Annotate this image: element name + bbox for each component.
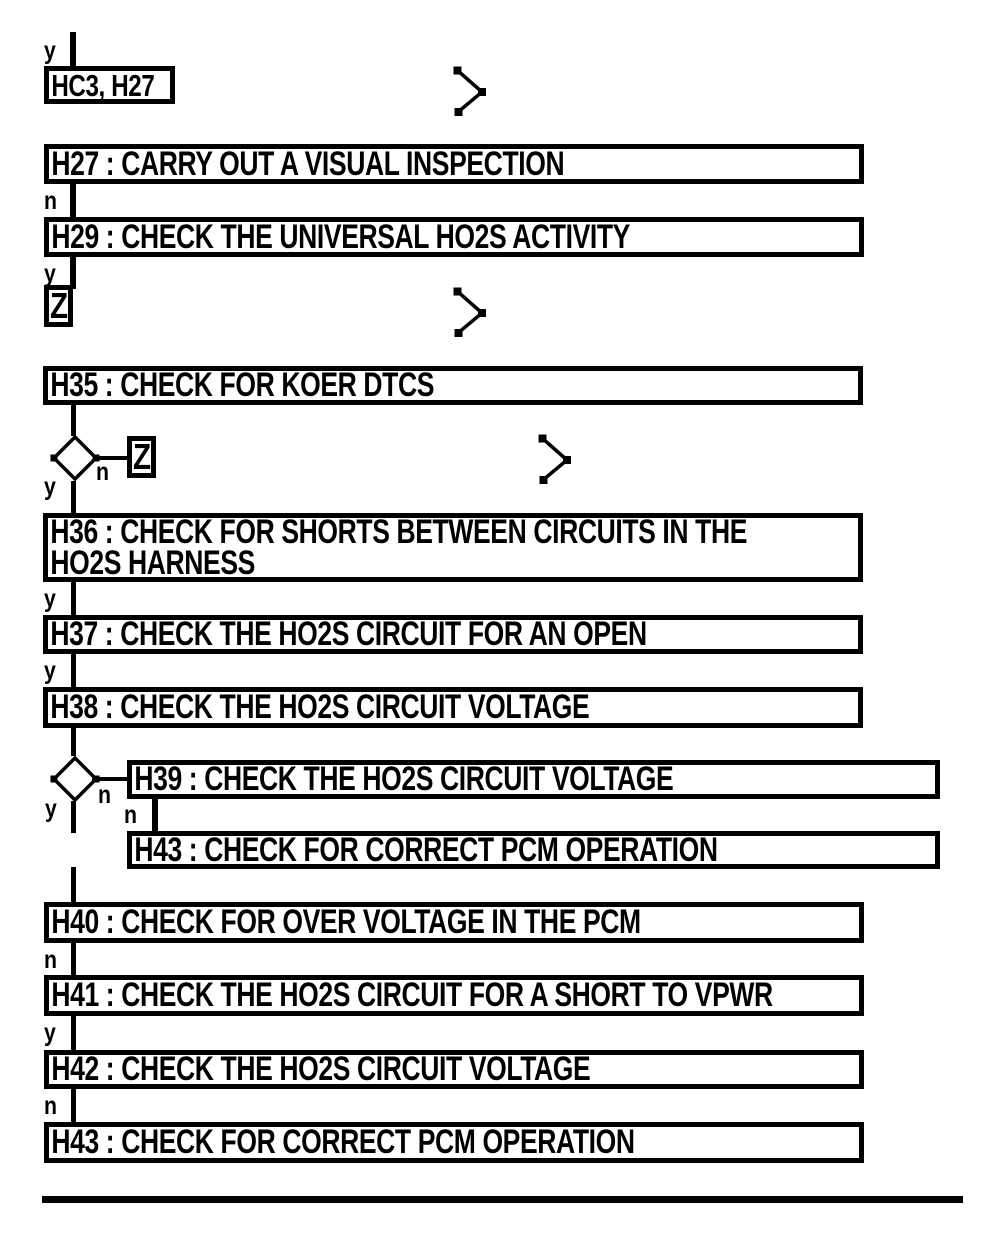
- connector-h39-h43a: [152, 799, 158, 832]
- connector-decision1-h36: [71, 481, 76, 514]
- node-h43-upper-label: H43 : CHECK FOR CORRECT PCM OPERATION: [134, 830, 718, 869]
- node-h43-upper: H43 : CHECK FOR CORRECT PCM OPERATION: [127, 831, 940, 869]
- connector-entry: [70, 32, 76, 68]
- node-h37: H37 : CHECK THE HO2S CIRCUIT FOR AN OPEN: [43, 615, 863, 654]
- offpage-connector-z2-label: Z: [132, 436, 151, 477]
- branch-label-d1-n: n: [96, 458, 109, 486]
- node-h40-label: H40 : CHECK FOR OVER VOLTAGE IN THE PCM: [51, 903, 641, 941]
- branch-label-h41-y: y: [44, 1019, 56, 1047]
- node-start-hc3-h27: HC3, H27: [44, 66, 175, 104]
- node-h42: H42 : CHECK THE HO2S CIRCUIT VOLTAGE: [44, 1050, 864, 1089]
- connector-h38-decision2: [71, 728, 76, 756]
- branch-label-h27-n: n: [44, 187, 57, 215]
- node-h35-label: H35 : CHECK FOR KOER DTCS: [50, 366, 435, 404]
- node-h41: H41 : CHECK THE HO2S CIRCUIT FOR A SHORT…: [44, 975, 864, 1016]
- page-bottom-rule: [42, 1196, 963, 1203]
- node-h35: H35 : CHECK FOR KOER DTCS: [43, 366, 863, 405]
- decision-diamond-icon: [50, 755, 100, 803]
- node-h38: H38 : CHECK THE HO2S CIRCUIT VOLTAGE: [43, 687, 863, 728]
- node-h36-label-line2: HO2S HARNESS: [50, 543, 255, 582]
- branch-label-d2-n: n: [98, 781, 111, 809]
- connector-h37-h38: [71, 654, 76, 688]
- branch-label-d1-y: y: [44, 473, 56, 501]
- connector-decision2-down-seg2: [71, 867, 76, 905]
- node-h41-label: H41 : CHECK THE HO2S CIRCUIT FOR A SHORT…: [51, 976, 773, 1014]
- continuation-chevron-icon: [453, 66, 486, 116]
- offpage-connector-z1: Z: [44, 285, 73, 327]
- connector-h27-h29: [70, 183, 76, 218]
- continuation-chevron-icon: [453, 287, 486, 337]
- node-h29: H29 : CHECK THE UNIVERSAL HO2S ACTIVITY: [44, 217, 864, 257]
- node-h29-label: H29 : CHECK THE UNIVERSAL HO2S ACTIVITY: [51, 217, 630, 256]
- connector-decision2-h39: [92, 777, 128, 781]
- node-h27-label: H27 : CARRY OUT A VISUAL INSPECTION: [51, 144, 565, 183]
- connector-h40-h41: [71, 943, 76, 976]
- offpage-connector-z2: Z: [127, 436, 156, 478]
- node-h39-label: H39 : CHECK THE HO2S CIRCUIT VOLTAGE: [134, 760, 674, 798]
- node-h39: H39 : CHECK THE HO2S CIRCUIT VOLTAGE: [127, 760, 940, 799]
- branch-label-d2-y: y: [45, 795, 57, 823]
- node-start-label: HC3, H27: [51, 67, 155, 103]
- node-h43-bottom: H43 : CHECK FOR CORRECT PCM OPERATION: [44, 1122, 864, 1163]
- connector-h36-h37: [71, 581, 76, 616]
- connector-h35-decision1: [71, 404, 76, 436]
- continuation-chevron-icon: [538, 434, 571, 484]
- connector-h29-z: [70, 256, 76, 289]
- connector-decision1-z2: [93, 456, 128, 460]
- node-h36: H36 : CHECK FOR SHORTS BETWEEN CIRCUITS …: [43, 513, 863, 582]
- branch-label-h39-n: n: [124, 801, 137, 829]
- node-h27: H27 : CARRY OUT A VISUAL INSPECTION: [44, 144, 864, 184]
- node-h37-label: H37 : CHECK THE HO2S CIRCUIT FOR AN OPEN: [50, 615, 647, 653]
- connector-decision2-down-seg1: [71, 801, 76, 833]
- branch-label-top-y: y: [44, 37, 56, 65]
- offpage-connector-z1-label: Z: [49, 285, 68, 326]
- node-h42-label: H42 : CHECK THE HO2S CIRCUIT VOLTAGE: [51, 1050, 591, 1088]
- node-h38-label: H38 : CHECK THE HO2S CIRCUIT VOLTAGE: [50, 688, 590, 726]
- branch-label-h42-n: n: [44, 1092, 57, 1120]
- branch-label-h37-y: y: [44, 657, 56, 685]
- node-h36-label-line1: H36 : CHECK FOR SHORTS BETWEEN CIRCUITS …: [50, 512, 748, 551]
- branch-label-h40-n: n: [44, 946, 57, 974]
- connector-h42-h43b: [71, 1088, 76, 1123]
- branch-label-h36-y: y: [44, 585, 56, 613]
- connector-h41-h42: [71, 1016, 76, 1051]
- node-h43-bottom-label: H43 : CHECK FOR CORRECT PCM OPERATION: [51, 1123, 635, 1161]
- node-h40: H40 : CHECK FOR OVER VOLTAGE IN THE PCM: [44, 902, 864, 943]
- branch-label-h29-y: y: [44, 260, 56, 288]
